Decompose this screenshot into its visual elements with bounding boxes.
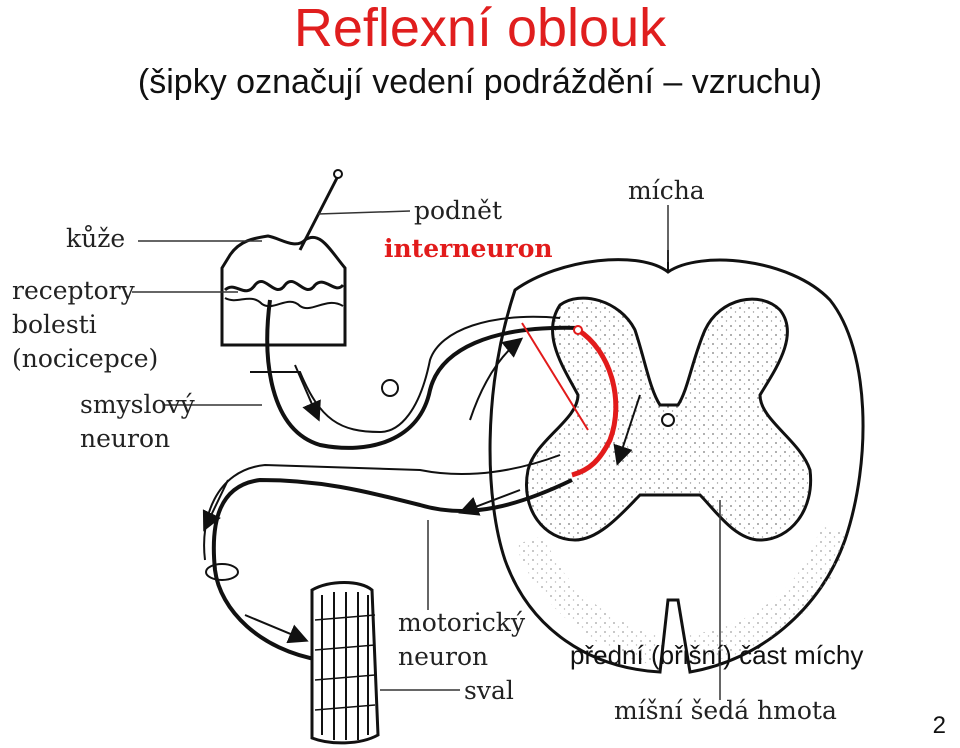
stimulus-pin [298, 175, 340, 251]
leader-podnet [317, 210, 411, 215]
label-kuze: kůže [66, 224, 126, 253]
sensory-neuron-fiber [265, 299, 581, 450]
motor-arrow-1 [458, 489, 521, 516]
interneuron-fiber [571, 327, 619, 478]
motor-arrow-3 [244, 614, 309, 644]
interneuron-arrow [613, 394, 641, 466]
slide-title: Reflexní oblouk [293, 0, 667, 58]
muscle-fibers [321, 592, 369, 740]
motor-nerve-sheath-end [205, 563, 239, 581]
skin-layer-texture [223, 280, 345, 293]
central-canal [661, 413, 675, 427]
spinal-cord-white-matter [515, 525, 850, 665]
motor-arrow-2 [202, 479, 229, 532]
label-smyslovy-2: neuron [80, 424, 171, 453]
interneuron-end [573, 325, 583, 335]
sensory-arrow [294, 364, 321, 422]
label-seda-hmota: míšní šedá hmota [614, 696, 837, 725]
label-predni-cast: přední (břišní) část míchy [570, 640, 864, 670]
sensory-cell-body [381, 379, 399, 397]
label-smyslovy-1: smyslový [80, 390, 195, 419]
slide-subtitle: (šipky označují vedení podráždění – vzru… [137, 63, 823, 101]
label-receptory-1: receptory [12, 276, 135, 305]
label-interneuron: interneuron [384, 234, 553, 263]
label-motoricky-2: neuron [398, 642, 489, 671]
skin-layer-texture [224, 297, 344, 309]
label-receptory-2: bolesti [12, 310, 97, 339]
label-sval: sval [464, 676, 514, 705]
label-micha: mícha [628, 176, 705, 205]
sensory-nerve-sheath [250, 315, 561, 434]
sensory-arrow-2 [469, 337, 524, 421]
page-number: 2 [932, 712, 946, 739]
label-receptory-3: (nocicepce) [12, 344, 159, 373]
label-podnet: podnět [414, 196, 503, 225]
muscle-striations [314, 614, 376, 711]
interneuron-pointer [521, 322, 589, 431]
stimulus-pin-head [333, 169, 343, 179]
label-motoricky-1: motorický [398, 608, 526, 637]
